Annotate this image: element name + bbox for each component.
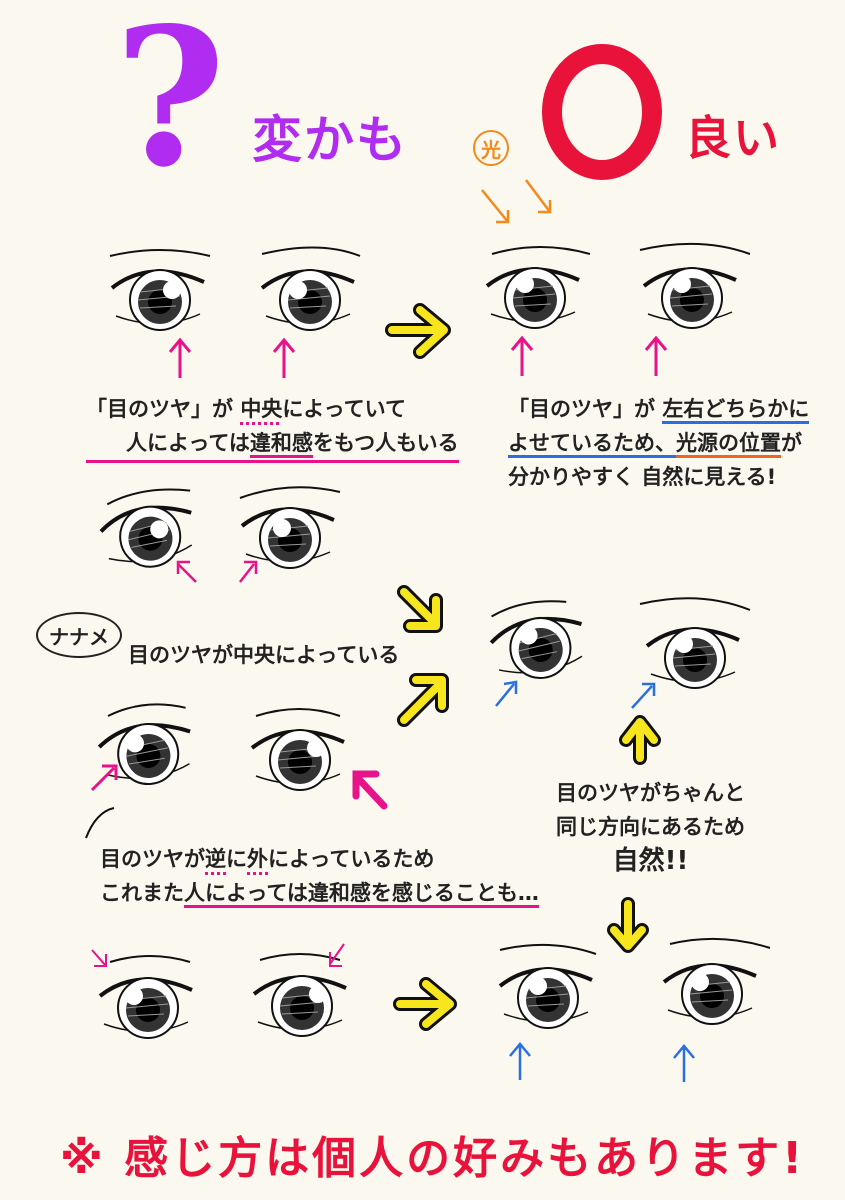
light-source-badge: 光: [473, 130, 509, 166]
blue-arrows-row2: [495, 680, 656, 709]
note-bad-center-mid: 中央: [240, 397, 283, 421]
note-bad-center-l2c: をもつ人もいる: [312, 431, 459, 455]
eye-row4-right-a: [498, 943, 597, 1030]
diagonal-bubble: ナナメ: [36, 612, 122, 658]
note-bad-reverse-l1d: 外: [247, 847, 268, 871]
note-bad-reverse-l2c: 違和感: [307, 881, 371, 908]
eye-row4-left-b: [252, 953, 348, 1038]
eye-row3-left-b: [250, 708, 346, 792]
bad-label: 変かも: [252, 111, 408, 169]
note-bad-reverse-l2b: 人によっては: [184, 881, 308, 908]
question-mark-symbol: ?: [114, 0, 226, 209]
yellow-arrow-row4: [393, 977, 457, 1031]
note-bad-reverse-l1b: 逆: [205, 847, 226, 871]
note-good-side-l2c: が: [781, 431, 802, 455]
note-bad-reverse-l1e: によっているため: [268, 847, 435, 871]
yellow-arrow-down: [607, 897, 649, 953]
pink-thick-arrow: [352, 770, 388, 810]
yellow-arrow-row1: [385, 303, 451, 359]
curved-pointer: [85, 807, 115, 839]
note-good-side-l3: 分かりやすく 自然に見える!: [508, 465, 777, 489]
yellow-arrow-up: [619, 715, 661, 765]
note-good-same-l3: 自然!!: [612, 846, 689, 876]
note-bad-center-suffix: によっていて: [282, 397, 407, 421]
note-diagonal: 目のツヤが中央によっている: [128, 643, 400, 667]
note-good-side-l2a: よせているため、: [508, 431, 676, 458]
note-bad-center-l2b: 違和感: [249, 431, 313, 458]
eye-row2-right-b: [639, 597, 751, 690]
pink-arrows-row1: [168, 335, 668, 378]
note-bad-center: 「目のツヤ」が 中央によっていて 人によっては違和感をもつ人もいる: [86, 392, 459, 463]
note-good-same-l2: 同じ方向にあるため: [556, 815, 745, 839]
note-bad-reverse-l2d: を感じることも…: [370, 881, 539, 908]
note-bad-center-prefix: 「目のツヤ」が: [86, 397, 233, 421]
note-good-side-l2b: 光源の位置: [676, 431, 781, 458]
light-arrow-right: [525, 179, 552, 214]
note-good-side-prefix: 「目のツヤ」が: [508, 397, 655, 421]
pink-arrows-row2: [176, 560, 258, 583]
note-good-side: 「目のツヤ」が 左右どちらかに よせているため、光源の位置が 分かりやすく 自然…: [508, 392, 810, 494]
eye-row4-left-a: [98, 955, 194, 1040]
eye-row1-right-a: [485, 246, 591, 330]
note-good-same: 目のツヤがちゃんと 同じ方向にあるため 自然!!: [556, 776, 745, 878]
note-bad-reverse: 目のツヤが逆に外によっているため これまた人によっては違和感を感じることも…: [100, 842, 539, 910]
eye-row3-left-a: [95, 703, 198, 791]
good-circle-icon: [542, 44, 662, 180]
eye-row4-right-b: [662, 937, 771, 1026]
footer-disclaimer: ※ 感じ方は個人の好みもあります!: [60, 1133, 806, 1184]
light-arrow-left: [481, 189, 510, 224]
eye-row2-left-b: [239, 486, 341, 570]
note-good-side-emph: 左右どちらかに: [662, 397, 810, 424]
eye-row1-left-b: [260, 246, 361, 332]
eye-row2-left-a: [96, 488, 200, 576]
yellow-arrow-up-right: [397, 673, 449, 727]
pink-arrows-row4: [91, 943, 345, 967]
yellow-arrow-down-right: [397, 585, 443, 633]
good-label: 良い: [685, 111, 781, 165]
note-bad-reverse-l1c: に: [226, 847, 247, 871]
eye-row1-right-b: [639, 242, 751, 330]
note-good-same-l1: 目のツヤがちゃんと: [556, 781, 745, 805]
eye-row2-right-a: [486, 600, 591, 687]
note-bad-center-l2a: 人によっては: [126, 431, 250, 455]
note-bad-reverse-l1a: 目のツヤが: [100, 847, 205, 871]
blue-arrows-row4: [509, 1042, 695, 1082]
pink-arrows-row3: [90, 764, 118, 792]
eye-row1-left-a: [109, 249, 211, 332]
note-bad-reverse-l2a: これまた: [100, 881, 184, 905]
